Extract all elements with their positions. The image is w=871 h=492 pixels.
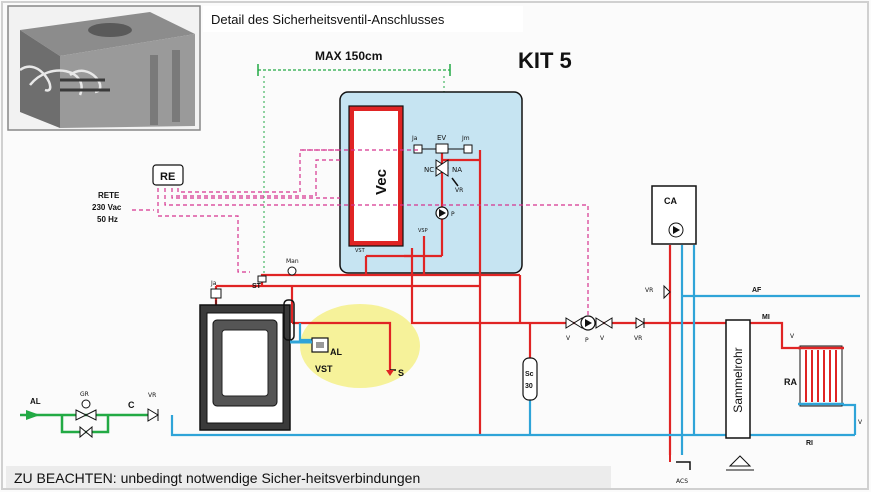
c-label: C: [128, 400, 135, 410]
pellet-boiler: [199, 299, 295, 431]
mi-label: MI: [762, 314, 770, 321]
p-pump-label: P: [585, 337, 589, 344]
detail-caption: Detail des Sicherheitsventil-Anschlusses: [211, 12, 445, 27]
stove-photo-inset: [7, 5, 201, 131]
circulator-group: [565, 315, 645, 331]
cold-pipe-network: [170, 245, 860, 455]
rete-line3: 50 Hz: [97, 215, 118, 224]
safety-valve-vst: [290, 337, 396, 371]
ev-valve-cluster: [413, 143, 473, 220]
p-inner-label: P: [451, 211, 455, 218]
expansion-tank-inner: [354, 111, 398, 241]
vr-circuit-label: VR: [634, 335, 642, 342]
ri-label: RI: [806, 440, 813, 447]
rete-line2: 230 Vac: [92, 203, 122, 212]
inlet-valves: [75, 399, 159, 439]
ev-label: EV: [437, 134, 446, 142]
footer-bg: [6, 466, 611, 488]
st-label: ST: [252, 283, 262, 290]
al-valve-label: AL: [330, 347, 342, 357]
re-label: RE: [160, 171, 175, 183]
v-left-label: V: [566, 335, 571, 342]
hot-pipe-network: [214, 245, 800, 455]
ca-wall-boiler: [651, 185, 697, 245]
vr-ca-check: [663, 284, 671, 300]
manometer: [287, 266, 297, 276]
sc-top-label: Sc: [525, 371, 534, 378]
v-ra-top-label: V: [790, 333, 795, 340]
ra-label: RA: [784, 377, 797, 387]
vst-valve-label: VST: [315, 364, 333, 374]
ja-boiler-label: Ja: [210, 280, 217, 287]
caption-bg: [203, 6, 523, 32]
gr-label: GR: [80, 391, 89, 398]
radiator-ra: [798, 345, 844, 407]
ja-boiler-vent: [210, 288, 222, 299]
footer-note: ZU BEACHTEN: unbedingt notwendige Sicher…: [14, 470, 420, 486]
s-label: S: [398, 368, 404, 378]
vec-label: Vec: [373, 169, 390, 195]
kit-title: KIT 5: [518, 48, 572, 73]
max-distance-label: MAX 150cm: [315, 49, 382, 63]
v-right-label: V: [600, 335, 605, 342]
man-label: Man: [286, 258, 299, 265]
vst-inner-label: VST: [355, 248, 366, 254]
sc30-tank: [522, 357, 538, 401]
re-controller-box: [152, 164, 184, 186]
drain-symbol: [386, 370, 394, 376]
af-label: AF: [752, 287, 762, 294]
st-sensor: [257, 275, 267, 283]
vr-inner-label: VR: [455, 187, 463, 194]
vr-inlet-label: VR: [148, 392, 156, 399]
ja-top-label: Ja: [411, 135, 418, 142]
inlet-arrow: [26, 410, 40, 420]
nc-label: NC: [424, 166, 434, 174]
vr-ca-label: VR: [645, 287, 653, 294]
sammelrohr-label: Sammelrohr: [731, 347, 745, 412]
water-inlet-pipe: [20, 413, 150, 434]
al-inlet-label: AL: [30, 397, 41, 406]
v-ra-bottom-label: V: [858, 419, 863, 426]
na-label: NA: [452, 166, 462, 174]
sammelrohr-manifold: [725, 319, 751, 439]
acs-label: ACS: [676, 478, 688, 485]
electrical-wiring: [132, 149, 589, 315]
ca-label: CA: [664, 196, 677, 206]
vsp-label: VSP: [418, 228, 428, 234]
acs-outlet: [669, 455, 754, 471]
sc-bottom-label: 30: [525, 383, 533, 390]
jm-label: Jm: [461, 135, 470, 142]
rete-line1: RETE: [98, 191, 120, 200]
